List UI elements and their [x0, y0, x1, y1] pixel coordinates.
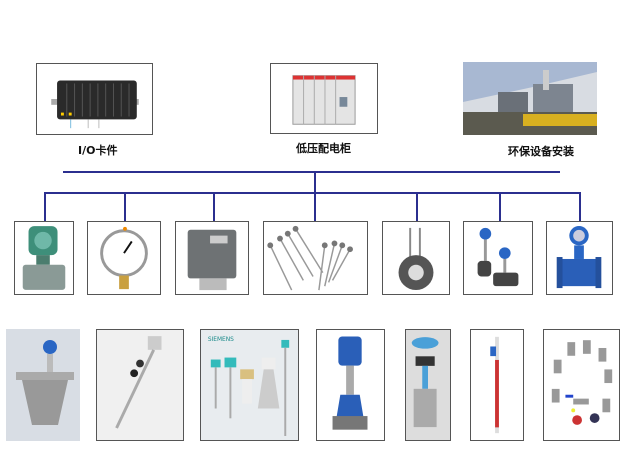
pressure-switch-icon [187, 229, 237, 291]
drop-line [499, 192, 501, 221]
pneumatic-control-valve-icon [411, 337, 439, 428]
pneumatic-control-valve-image [405, 329, 451, 441]
electromagnetic-flowmeter-icon [556, 225, 602, 289]
low-voltage-cabinet-image [270, 63, 378, 134]
electric-control-valve-image [316, 329, 385, 441]
electric-control-valve-icon [332, 336, 368, 430]
drop-line [579, 192, 581, 221]
drop-line [124, 192, 126, 221]
trunk-line [314, 171, 316, 221]
lower-bus-line [44, 192, 581, 194]
io-card-module-icon [51, 80, 139, 129]
siemens-logo: SIEMENS [208, 337, 234, 343]
magnetic-level-gauge-icon [490, 336, 499, 434]
valves-fittings-icon [551, 340, 613, 425]
level-sensors-icon: SIEMENS [208, 337, 290, 436]
orifice-plate-icon [398, 227, 434, 291]
coriolis-flowmeter-image [6, 329, 80, 441]
upper-bus-line [63, 171, 560, 173]
level-sensors-image: SIEMENS [200, 329, 299, 441]
vortex-flowmeter-icon [477, 227, 519, 287]
thermocouples-image [263, 221, 368, 295]
io-card-image [36, 63, 153, 135]
environmental-equipment-icon [463, 62, 597, 135]
orifice-plate-image [382, 221, 450, 295]
insertion-probe-image [96, 329, 184, 441]
valves-fittings-image [543, 329, 620, 441]
low-voltage-cabinet-label: 低压配电柜 [296, 142, 351, 155]
environmental-equipment-image [463, 62, 597, 135]
pressure-transmitter-image [14, 221, 74, 295]
environmental-equipment-label: 环保设备安装 [508, 145, 574, 158]
electromagnetic-flowmeter-image [546, 221, 613, 295]
pressure-gauge-icon [100, 226, 148, 290]
insertion-probe-icon [115, 336, 162, 429]
drop-line [44, 192, 46, 221]
pressure-switch-image [175, 221, 249, 295]
pressure-gauge-image [87, 221, 161, 295]
drop-line [416, 192, 418, 221]
thermocouples-icon [267, 225, 353, 291]
drop-line [213, 192, 215, 221]
pressure-transmitter-icon [22, 226, 66, 290]
vortex-flowmeter-image [463, 221, 533, 295]
coriolis-flowmeter-icon [6, 329, 80, 441]
io-card-label: I/O卡件 [78, 144, 118, 157]
low-voltage-cabinet-icon [292, 75, 356, 125]
magnetic-level-gauge-image [470, 329, 524, 441]
